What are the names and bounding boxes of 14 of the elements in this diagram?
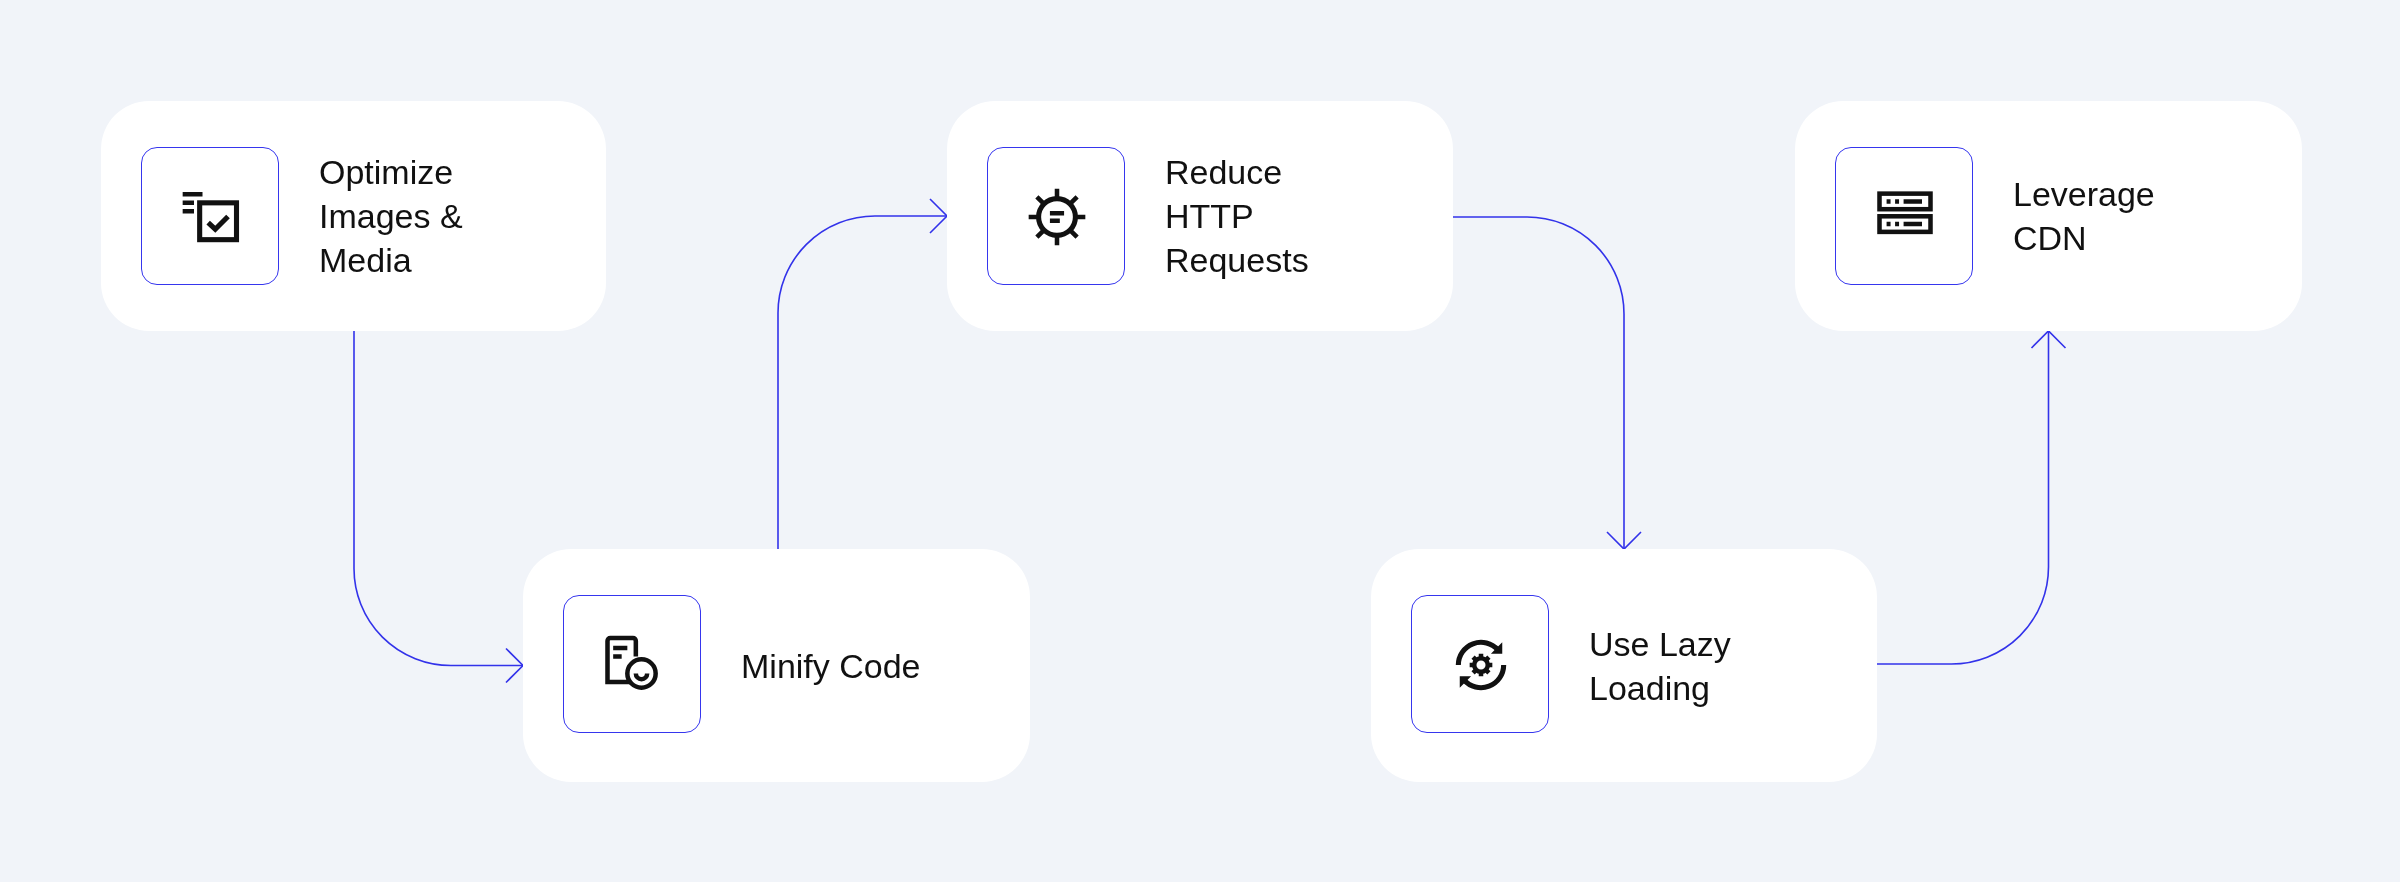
step-card [1795,101,2302,331]
connector-arrow [1452,216,1642,550]
connector-arrow [353,330,524,684]
step-card [523,549,1030,782]
connector-arrow [1876,330,2067,665]
connector-arrow [777,198,948,550]
step-label: Minify Code [741,645,922,687]
step-label: Use Lazy Loading [1589,623,1732,709]
step-card [947,101,1453,331]
step-label: Leverage CDN [2013,174,2156,259]
step-label: Reduce HTTP Requests [1165,152,1310,281]
step-card [1371,549,1877,782]
step-label: Optimize Images & Media [319,152,464,281]
step-card [101,101,606,331]
